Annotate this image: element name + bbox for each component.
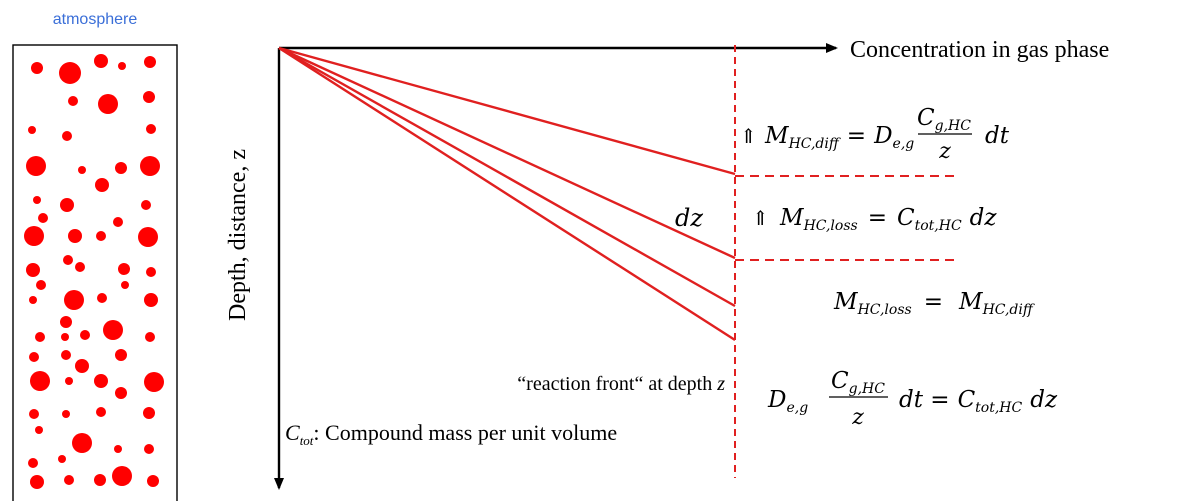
svg-text:z: z [851,405,864,430]
particle-dot [114,445,122,453]
particle-dot [38,213,48,223]
particle-dot [121,281,129,289]
particle-dot [60,316,72,328]
particle-dot [140,156,160,176]
particle-dot [24,226,44,246]
particle-dot [96,407,106,417]
particle-dot [68,229,82,243]
front-line-2 [278,46,736,260]
particle-dot [68,96,78,106]
particle-dot [26,263,40,277]
particle-dot [75,262,85,272]
particle-dot [64,290,84,310]
particle-dot [94,54,108,68]
particle-dot [29,409,39,419]
equation-diffusion: ⇑ MHC,diff=De,g Cg,HC z dt [740,105,1010,164]
particle-group [24,54,164,489]
particle-dot [62,131,72,141]
particle-dot [147,475,159,487]
particle-dot [95,178,109,192]
particle-dot [78,166,86,174]
particle-dot [115,162,127,174]
particle-dot [112,466,132,486]
x-axis-label: Concentration in gas phase [850,37,1109,63]
particle-dot [146,267,156,277]
reaction-front-label: “reaction front“ at depth z [517,373,725,395]
atmosphere-label: atmosphere [53,11,138,28]
particle-dot [75,359,89,373]
particle-dot [63,255,73,265]
particle-dot [30,371,50,391]
front-line-1 [278,46,736,176]
particle-dot [97,293,107,303]
particle-dot [35,426,43,434]
particle-dot [36,280,46,290]
dz-label: dz [675,204,703,232]
particle-dot [29,352,39,362]
particle-dot [103,320,123,340]
svg-text:De,g: De,g [767,387,808,416]
particle-dot [144,444,154,454]
front-line-4 [278,46,736,342]
particle-dot [35,332,45,342]
particle-dot [60,198,74,212]
particle-dot [118,263,130,275]
particle-dot [26,156,46,176]
particle-dot [65,377,73,385]
particle-dot [29,296,37,304]
particle-dot [80,330,90,340]
particle-dot [118,62,126,70]
svg-text:z: z [938,139,951,164]
ctot-label: Ctot: Compound mass per unit volume [285,420,617,448]
particle-dot [31,62,43,74]
particle-dot [61,350,71,360]
particle-dot [115,387,127,399]
particle-dot [94,474,106,486]
particle-dot [58,455,66,463]
particle-dot [94,374,108,388]
front-line-3 [278,46,736,308]
particle-dot [30,475,44,489]
particle-dot [28,126,36,134]
particle-dot [145,332,155,342]
particle-dot [138,227,158,247]
particle-dot [144,372,164,392]
particle-dot [143,407,155,419]
particle-dot [33,196,41,204]
particle-dot [72,433,92,453]
svg-text:MHC,diff=De,g: MHC,diff=De,g [764,123,914,152]
up-arrow-icon: ⇑ [740,124,757,148]
particle-dot [143,91,155,103]
particle-dot [144,293,158,307]
particle-dot [113,217,123,227]
particle-dot [28,458,38,468]
up-arrow-icon: ⇑ [752,206,769,230]
particle-dot [61,333,69,341]
svg-text:dt: dt [985,123,1010,149]
svg-text:MHC,loss=MHC,diff: MHC,loss=MHC,diff [833,289,1035,318]
particle-dot [64,475,74,485]
particle-dot [96,231,106,241]
particle-dot [115,349,127,361]
particle-dot [62,410,70,418]
particle-dot [98,94,118,114]
particle-dot [141,200,151,210]
equation-balance: MHC,loss=MHC,diff [833,289,1035,318]
svg-text:Cg,HC: Cg,HC [831,368,885,397]
particle-dot [146,124,156,134]
y-axis-label: Depth, distance, z [225,149,251,321]
particle-dot [59,62,81,84]
particle-dot [144,56,156,68]
svg-text:Cg,HC: Cg,HC [917,105,971,134]
